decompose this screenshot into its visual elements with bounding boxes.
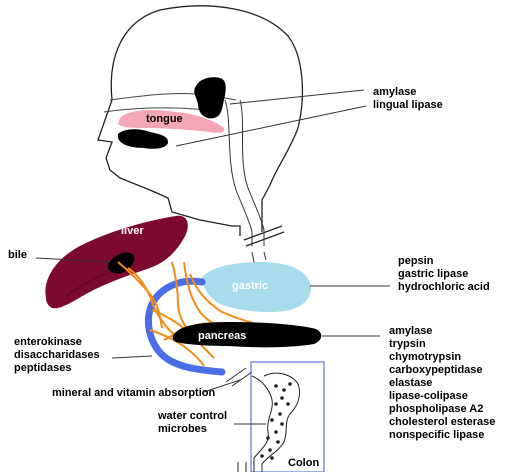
pancreas-enzyme-item: cholesterol esterase bbox=[389, 416, 495, 429]
colon-function-list: water control microbes bbox=[158, 410, 227, 436]
mouth-enzyme-item: lingual lipase bbox=[373, 99, 443, 112]
colon-function-item: microbes bbox=[158, 423, 227, 436]
sublingual-gland-shape bbox=[118, 129, 168, 149]
gastric-label: gastric bbox=[232, 280, 268, 293]
pancreas-enzyme-item: carboxypeptidase bbox=[389, 364, 495, 377]
parotid-gland-shape bbox=[194, 77, 226, 118]
stomach-enzyme-item: gastric lipase bbox=[398, 268, 490, 281]
colon-function-item: water control bbox=[158, 410, 227, 423]
stomach-enzyme-list: pepsin gastric lipase hydrochloric acid bbox=[398, 255, 490, 294]
intestine-enzyme-item: peptidases bbox=[14, 362, 100, 375]
pancreas-enzyme-item: chymotrypsin bbox=[389, 351, 495, 364]
pancreas-enzyme-item: nonspecific lipase bbox=[389, 429, 495, 442]
pancreas-enzyme-item: phospholipase A2 bbox=[389, 403, 495, 416]
stomach-enzyme-item: pepsin bbox=[398, 255, 490, 268]
absorption-label: mineral and vitamin absorption bbox=[52, 387, 215, 400]
pancreas-label: pancreas bbox=[198, 330, 246, 343]
bile-label: bile bbox=[8, 249, 27, 262]
pancreas-shape bbox=[173, 322, 322, 347]
intestine-enzyme-item: disaccharidases bbox=[14, 349, 100, 362]
tongue-label: tongue bbox=[146, 113, 183, 126]
liver-label: liver bbox=[121, 225, 144, 238]
pancreas-enzyme-item: trypsin bbox=[389, 338, 495, 351]
pancreas-enzyme-item: elastase bbox=[389, 377, 495, 390]
colon-label: Colon bbox=[288, 457, 319, 470]
colon-end-marks bbox=[238, 462, 246, 472]
esophagus bbox=[225, 100, 266, 268]
stomach-enzyme-item: hydrochloric acid bbox=[398, 281, 490, 294]
intestine-enzyme-item: enterokinase bbox=[14, 336, 100, 349]
mouth-enzyme-list: amylase lingual lipase bbox=[373, 86, 443, 112]
intestine-leader-line bbox=[112, 356, 152, 358]
intestine-enzyme-list: enterokinase disaccharidases peptidases bbox=[14, 336, 100, 375]
pancreas-enzyme-list: amylase trypsin chymotrypsin carboxypept… bbox=[389, 325, 495, 442]
pancreas-enzyme-item: lipase-colipase bbox=[389, 390, 495, 403]
pancreas-enzyme-item: amylase bbox=[389, 325, 495, 338]
mouth-enzyme-item: amylase bbox=[373, 86, 443, 99]
